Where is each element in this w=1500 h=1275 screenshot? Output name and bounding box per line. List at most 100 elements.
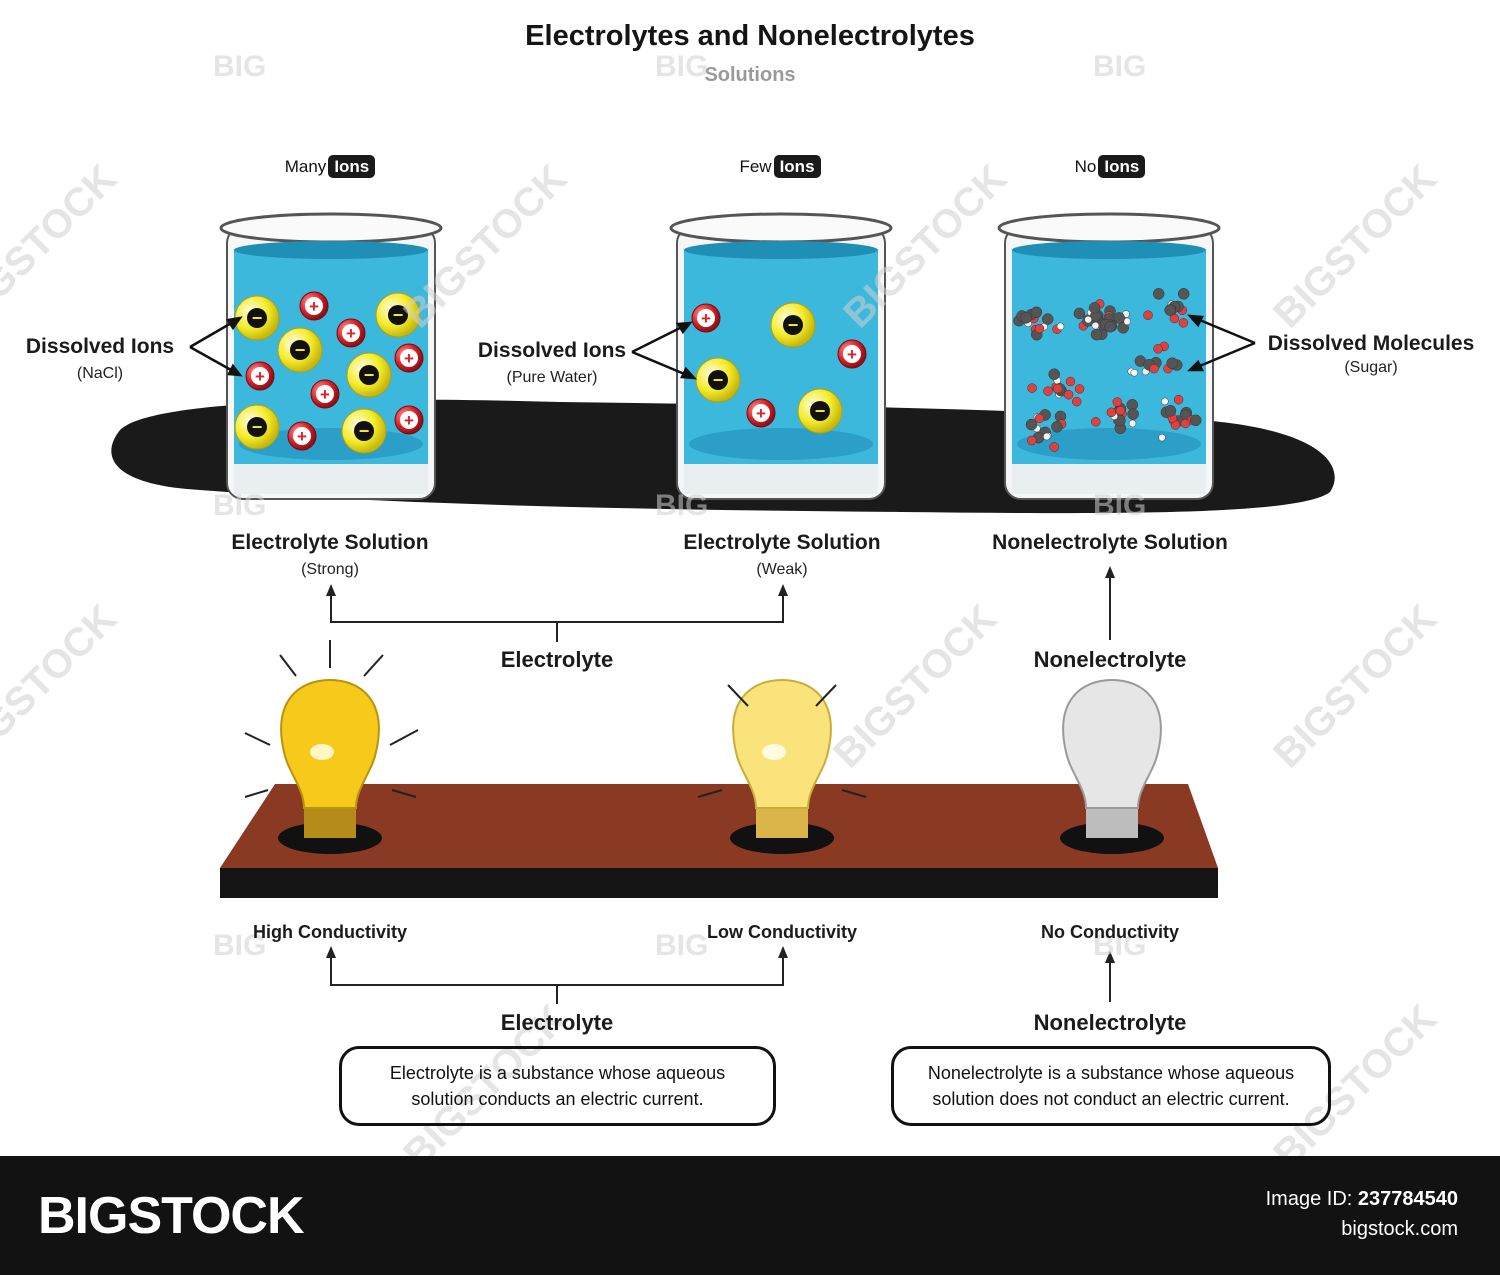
negative-ion: − — [770, 302, 816, 348]
watermark-short: BIG — [1093, 929, 1146, 962]
circuit-board — [220, 784, 1218, 898]
solution-strength-weak: (Weak) — [756, 561, 808, 578]
solution-label-strong: Electrolyte Solution — [231, 531, 429, 554]
plus-sign: + — [346, 324, 356, 343]
positive-ion: + — [310, 379, 340, 409]
footer-site: bigstock.com — [1341, 1218, 1458, 1240]
beaker-nonelectrolyte — [997, 212, 1221, 500]
definition-nonelectrolyte: Nonelectrolyte is a substance whose aque… — [891, 1046, 1331, 1126]
watermark-short: BIG — [655, 50, 708, 83]
footer-logo: BIGSTOCK — [38, 1187, 305, 1245]
callout-water-label: Dissolved Ions — [477, 339, 627, 362]
sugar-molecule — [1027, 368, 1085, 407]
minus-sign: − — [252, 308, 263, 328]
electrolyte-bracket-top — [330, 592, 784, 642]
minus-sign: − — [252, 417, 263, 437]
group-nonelectrolyte-bottom: Nonelectrolyte — [1033, 1010, 1187, 1035]
plus-sign: + — [404, 411, 414, 430]
group-electrolyte-top: Electrolyte — [500, 647, 614, 672]
page-title: Electrolytes and Nonelectrolytes — [525, 20, 975, 52]
positive-ion: + — [691, 303, 721, 333]
negative-ion: − — [695, 357, 741, 403]
ion-count-word: No — [1074, 157, 1097, 176]
group-electrolyte-bottom: Electrolyte — [500, 1010, 614, 1035]
plus-sign: + — [404, 349, 414, 368]
page-subtitle: Solutions — [704, 64, 796, 86]
minus-sign: − — [815, 401, 826, 421]
callout-sugar-note: (Sugar) — [1344, 359, 1398, 376]
negative-ion: − — [346, 352, 392, 398]
minus-sign: − — [393, 305, 404, 325]
beaker-rim — [219, 212, 443, 244]
conductivity-none: No Conductivity — [1041, 922, 1179, 942]
sugar-molecule — [1073, 302, 1131, 341]
callout-arrows — [189, 314, 1256, 380]
positive-ion: + — [245, 361, 275, 391]
negative-ion: − — [234, 295, 280, 341]
watermark-brand: BIGSTOCK — [0, 596, 125, 776]
sugar-molecules-layer — [1013, 288, 1202, 452]
negative-ion: − — [375, 292, 421, 338]
watermark-short: BIG — [213, 929, 266, 962]
sugar-molecule — [1127, 341, 1183, 377]
watermark-short: BIG — [655, 929, 708, 962]
plus-sign: + — [309, 297, 319, 316]
positive-ion: + — [837, 339, 867, 369]
plus-sign: + — [320, 385, 330, 404]
beaker-rim — [997, 212, 1221, 244]
sugar-molecule — [1158, 394, 1202, 442]
watermark-short: BIG — [213, 50, 266, 83]
sugar-molecule — [1025, 409, 1067, 452]
solution-label-weak: Electrolyte Solution — [683, 531, 881, 554]
electrolyte-bracket-bottom — [330, 955, 784, 1004]
positive-ion: + — [287, 421, 317, 451]
ions-pill: Ions — [773, 155, 821, 178]
solution-strength-strong: (Strong) — [301, 561, 359, 578]
watermark-short: BIG — [1093, 50, 1146, 83]
bulb-off — [1060, 678, 1164, 854]
beaker-rim — [669, 212, 893, 244]
ions-layer: −+−+−++−+−++−+−+−+− — [234, 291, 867, 454]
conductivity-low: Low Conductivity — [707, 922, 857, 942]
bulb-low — [697, 678, 867, 854]
callout-nacl-note: (NaCl) — [76, 365, 124, 382]
plus-sign: + — [847, 345, 857, 364]
bulb-high — [244, 640, 419, 854]
callout-water-note: (Pure Water) — [506, 369, 598, 386]
sugar-molecule — [1013, 306, 1065, 341]
negative-ion: − — [341, 408, 387, 454]
watermark-brand: BIGSTOCK — [1265, 596, 1445, 776]
positive-ion: + — [394, 343, 424, 373]
ions-pill: Ions — [328, 155, 376, 178]
minus-sign: − — [295, 340, 306, 360]
watermark-brand: BIGSTOCK — [0, 156, 125, 336]
plus-sign: + — [255, 367, 265, 386]
beaker-weak — [669, 212, 893, 500]
callout-nacl-label: Dissolved Ions — [25, 335, 175, 358]
plus-sign: + — [297, 427, 307, 446]
ion-count-word: Few — [739, 157, 772, 176]
negative-ion: − — [234, 404, 280, 450]
negative-ion: − — [797, 388, 843, 434]
ion-count-word: Many — [284, 157, 327, 176]
minus-sign: − — [364, 365, 375, 385]
image-id-label: Image ID: — [1265, 1188, 1353, 1210]
footer-image-id: Image ID: 237784540 — [1266, 1188, 1458, 1211]
solution-label-non: Nonelectrolyte Solution — [992, 531, 1228, 554]
positive-ion: + — [394, 405, 424, 435]
watermark-short: BIG — [655, 489, 708, 522]
watermark-short: BIG — [1093, 489, 1146, 522]
diagram-illustration: −+−+−++−+−++−+−+−+− — [0, 50, 1445, 1156]
plus-sign: + — [756, 404, 766, 423]
watermark-brand: BIGSTOCK — [825, 596, 1005, 776]
negative-ion: − — [277, 327, 323, 373]
image-id-value: 237784540 — [1357, 1188, 1458, 1210]
minus-sign: − — [359, 421, 370, 441]
sugar-molecule — [1091, 397, 1139, 434]
plus-sign: + — [701, 309, 711, 328]
definition-electrolyte: Electrolyte is a substance whose aqueous… — [339, 1046, 776, 1126]
watermark-brand: BIGSTOCK — [1265, 156, 1445, 336]
positive-ion: + — [336, 318, 366, 348]
